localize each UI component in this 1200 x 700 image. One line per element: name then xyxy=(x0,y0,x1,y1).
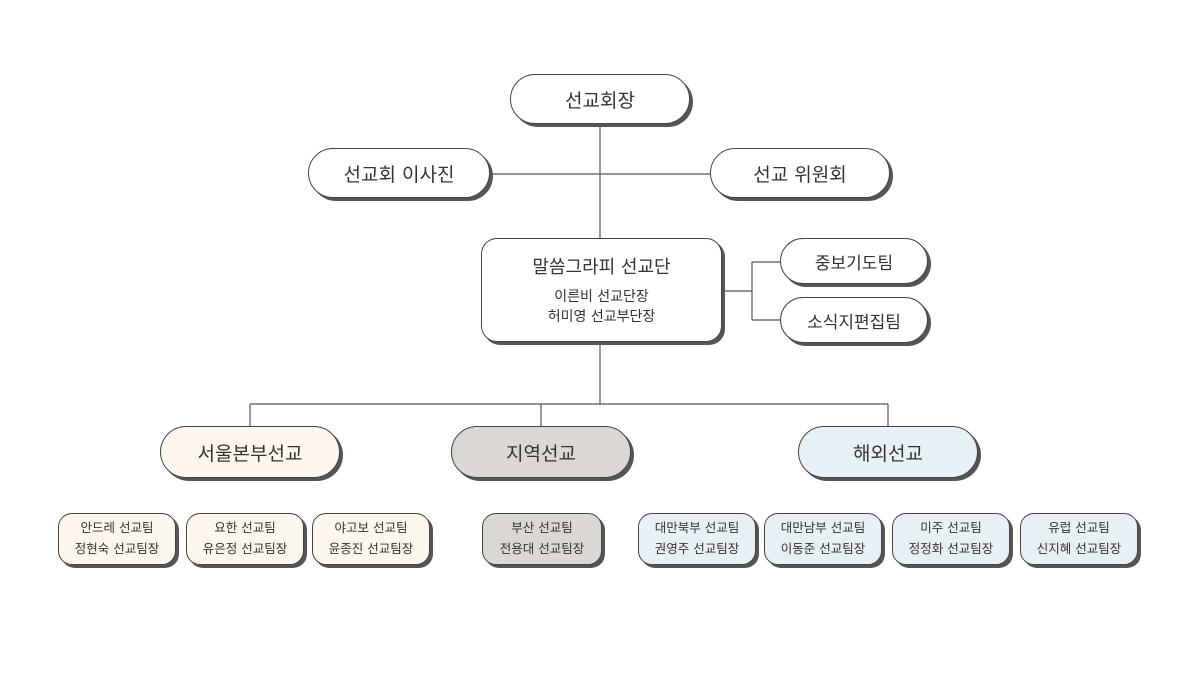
prayer-team-node: 중보기도팀 xyxy=(780,238,928,284)
newsletter-team-node: 소식지편집팀 xyxy=(780,297,928,343)
committee-node: 선교 위원회 xyxy=(710,148,890,198)
team-andrew: 안드레 선교팀 정현숙 선교팀장 xyxy=(58,513,176,565)
team-john: 요한 선교팀 유은정 선교팀장 xyxy=(186,513,304,565)
president-node: 선교회장 xyxy=(510,74,690,124)
team-leader: 유은정 선교팀장 xyxy=(202,541,288,556)
team-leader: 이동준 선교팀장 xyxy=(780,541,866,556)
team-name: 미주 선교팀 xyxy=(920,520,982,536)
overseas-division-node: 해외선교 xyxy=(798,426,978,478)
team-name: 대만남부 선교팀 xyxy=(780,520,866,536)
team-name: 대만북부 선교팀 xyxy=(654,520,740,536)
region-division-node: 지역선교 xyxy=(451,426,631,478)
overseas-division-label: 해외선교 xyxy=(853,442,923,465)
team-leader: 전용대 선교팀장 xyxy=(499,541,585,556)
team-leader: 윤종진 선교팀장 xyxy=(328,541,414,556)
team-name: 부산 선교팀 xyxy=(511,520,573,536)
team-name: 안드레 선교팀 xyxy=(80,520,154,536)
seoul-division-node: 서울본부선교 xyxy=(160,426,340,478)
team-busan: 부산 선교팀 전용대 선교팀장 xyxy=(482,513,602,565)
president-label: 선교회장 xyxy=(565,89,635,112)
mission-leader: 이른비 선교단장 xyxy=(554,288,649,305)
mission-title: 말씀그라피 선교단 xyxy=(532,256,671,278)
team-james: 야고보 선교팀 윤종진 선교팀장 xyxy=(312,513,430,565)
team-europe: 유럽 선교팀 신지혜 선교팀장 xyxy=(1020,513,1138,565)
prayer-team-label: 중보기도팀 xyxy=(814,253,894,274)
seoul-division-label: 서울본부선교 xyxy=(197,442,303,465)
team-leader: 정현숙 선교팀장 xyxy=(74,541,160,556)
team-name: 요한 선교팀 xyxy=(214,520,276,536)
team-leader: 신지혜 선교팀장 xyxy=(1036,541,1122,556)
region-division-label: 지역선교 xyxy=(506,442,576,465)
team-name: 유럽 선교팀 xyxy=(1048,520,1110,536)
mission-node: 말씀그라피 선교단 이른비 선교단장 허미영 선교부단장 xyxy=(481,238,722,342)
board-node: 선교회 이사진 xyxy=(308,148,490,198)
board-label: 선교회 이사진 xyxy=(343,163,455,186)
team-leader: 권영주 선교팀장 xyxy=(654,541,740,556)
committee-label: 선교 위원회 xyxy=(753,163,847,186)
team-name: 야고보 선교팀 xyxy=(334,520,408,536)
newsletter-team-label: 소식지편집팀 xyxy=(807,312,901,333)
team-leader: 정정화 선교팀장 xyxy=(908,541,994,556)
team-taiwan-north: 대만북부 선교팀 권영주 선교팀장 xyxy=(638,513,756,565)
team-taiwan-south: 대만남부 선교팀 이동준 선교팀장 xyxy=(764,513,882,565)
team-america: 미주 선교팀 정정화 선교팀장 xyxy=(892,513,1010,565)
mission-vice-leader: 허미영 선교부단장 xyxy=(547,309,656,325)
